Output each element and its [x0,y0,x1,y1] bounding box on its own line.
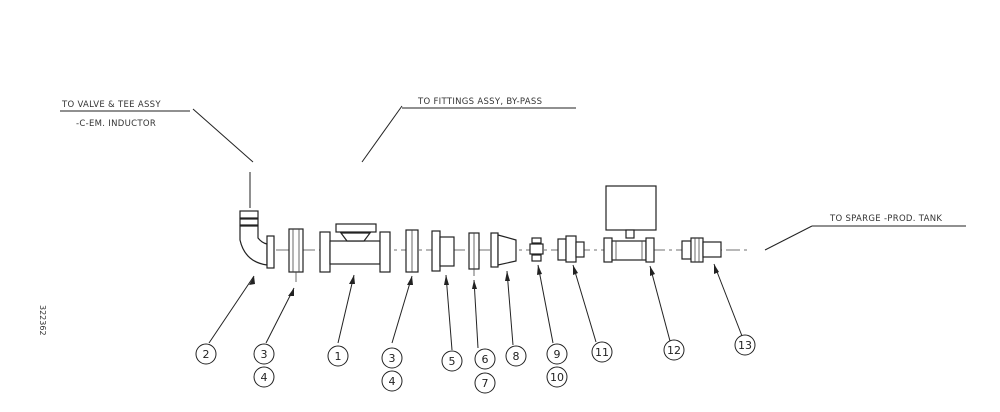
balloon-6: 6 [474,348,496,370]
svg-text:8: 8 [513,350,520,363]
svg-text:10: 10 [550,371,564,384]
svg-text:3: 3 [261,348,268,361]
balloon-3: 3 [381,347,403,369]
svg-text:5: 5 [449,355,456,368]
part-elbow [239,172,275,269]
balloon-5: 5 [441,350,463,372]
balloons: 2 3 4 1 3 4 5 6 [195,334,756,394]
part-valve [603,185,657,263]
part-hose-fitting [681,237,722,263]
balloon-8: 8 [505,345,527,367]
part-tee [319,223,391,273]
part-nipple [529,237,544,262]
part-flange [288,228,304,282]
callout-inductor: -C-EM. INDUCTOR [76,119,156,129]
svg-text:7: 7 [482,377,489,390]
svg-text:1: 1 [335,350,342,363]
leader-line [361,105,403,163]
part-gasket [405,229,419,273]
balloon-4: 4 [253,366,275,388]
svg-text:9: 9 [554,348,561,361]
balloon-2: 2 [195,343,217,365]
balloon-leaders [208,263,743,351]
balloon-4: 4 [381,370,403,392]
part-flange-5 [431,230,455,272]
svg-text:4: 4 [389,375,396,388]
balloon-9: 9 [546,343,568,365]
leader-line [192,108,254,163]
svg-text:3: 3 [389,352,396,365]
svg-text:4: 4 [261,371,268,384]
balloon-3: 3 [253,343,275,365]
balloon-12: 12 [663,339,685,361]
balloon-10: 10 [546,366,568,388]
svg-text:13: 13 [738,339,752,352]
balloon-11: 11 [591,341,613,363]
part-reducer [490,232,517,268]
part-gasket-6 [468,232,480,276]
drawing-number: 322362 [38,305,47,336]
svg-text:12: 12 [667,344,681,357]
callout-sparge-tank: TO SPARGE -PROD. TANK [829,214,942,224]
balloon-1: 1 [327,345,349,367]
svg-text:2: 2 [203,348,210,361]
balloon-7: 7 [474,372,496,394]
leader-line [764,225,813,251]
balloon-13: 13 [734,334,756,356]
callout-fittings-bypass: TO FITTINGS ASSY, BY-PASS [417,97,542,107]
callout-valve-tee: TO VALVE & TEE ASSY [61,100,161,110]
svg-text:11: 11 [595,346,609,359]
svg-text:6: 6 [482,353,489,366]
part-adapter [557,235,585,263]
